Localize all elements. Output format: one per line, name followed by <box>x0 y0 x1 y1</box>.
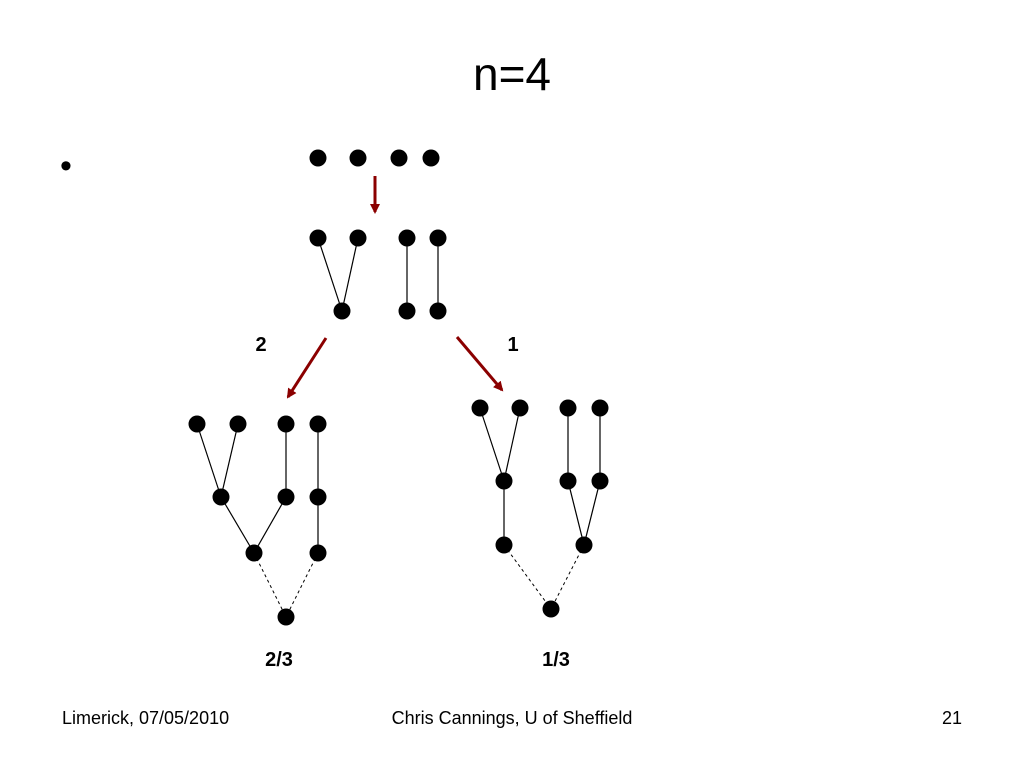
node <box>349 149 367 167</box>
footer-author: Chris Cannings, U of Sheffield <box>391 708 633 728</box>
node <box>277 488 295 506</box>
node <box>398 229 416 247</box>
transition-arrow-left <box>286 337 328 399</box>
outcome-probability-right: 1/3 <box>542 649 570 671</box>
footer-page-number: 21 <box>941 708 962 728</box>
node <box>591 399 609 417</box>
node <box>471 399 489 417</box>
bullet-marker: • <box>60 147 72 185</box>
node <box>542 600 560 618</box>
node <box>591 472 609 490</box>
left-outcome-tree-dashed-edges <box>253 552 319 618</box>
branch-weight-right: 1 <box>507 334 518 356</box>
node <box>188 415 206 433</box>
left-outcome-tree-nodes <box>188 415 327 626</box>
node <box>559 472 577 490</box>
slide-title: n=4 <box>472 48 552 100</box>
first-coalescence-tree <box>317 237 439 312</box>
node <box>229 415 247 433</box>
right-outcome-tree-dashed-edges <box>503 544 585 610</box>
left-outcome-tree-edges <box>196 423 319 554</box>
node <box>309 544 327 562</box>
node <box>309 229 327 247</box>
node <box>511 399 529 417</box>
node <box>277 608 295 626</box>
node <box>429 302 447 320</box>
node <box>495 472 513 490</box>
right-outcome-tree-edges <box>479 407 601 546</box>
node <box>333 302 351 320</box>
node <box>212 488 230 506</box>
node <box>309 488 327 506</box>
node <box>559 399 577 417</box>
transition-arrow-right <box>455 336 504 392</box>
node <box>349 229 367 247</box>
initial-lineages <box>309 149 440 167</box>
node <box>277 415 295 433</box>
footer-location-date: Limerick, 07/05/2010 <box>62 708 230 728</box>
node <box>495 536 513 554</box>
node <box>575 536 593 554</box>
node <box>309 149 327 167</box>
outcome-probability-left: 2/3 <box>265 649 293 671</box>
right-outcome-tree-nodes <box>471 399 609 618</box>
node <box>429 229 447 247</box>
node <box>422 149 440 167</box>
node <box>390 149 408 167</box>
node <box>398 302 416 320</box>
node <box>309 415 327 433</box>
branch-weight-left: 2 <box>255 334 266 356</box>
node <box>245 544 263 562</box>
first-coalescence-nodes <box>309 229 447 320</box>
